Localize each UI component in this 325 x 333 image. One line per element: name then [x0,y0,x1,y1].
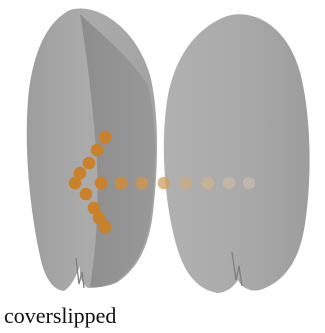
chevron-dot [80,188,93,201]
chevron-dot [99,221,112,234]
trail-dot [180,177,193,190]
trail-dot [202,177,215,190]
chevron-dot [99,131,112,144]
chevron-dot [91,144,104,157]
trail-dot [95,177,108,190]
trail-dot [223,177,236,190]
trail-dot [243,177,256,190]
chevron-dot [83,157,96,170]
right-petal [164,14,310,293]
trail-dot [115,177,128,190]
trail-dot [158,177,171,190]
caption-label: coverslipped [4,303,116,329]
trail-dot [136,177,149,190]
right-petal-body [164,14,310,293]
chevron-dot [69,177,82,190]
